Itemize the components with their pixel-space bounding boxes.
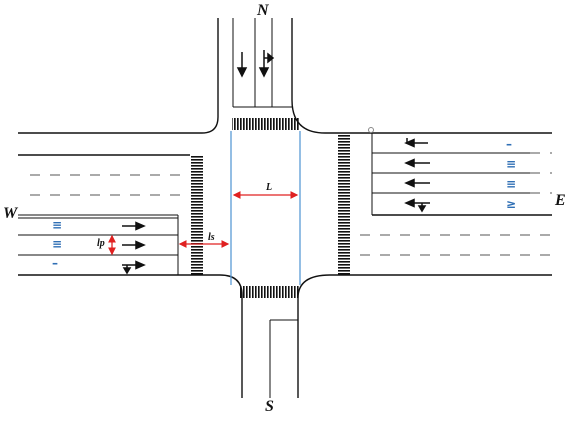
dimension-lp-label: lp [97, 238, 105, 249]
road-edges [18, 18, 552, 398]
dimension-ls-label: ls [208, 232, 215, 243]
dimension-L-label: L [266, 182, 273, 193]
north-arm-left-edge [18, 18, 219, 134]
crosswalk-east-stripes [338, 135, 350, 275]
east-lane-mark: ≥ [506, 197, 517, 211]
crosswalk-south-stripes [240, 286, 300, 298]
west-lane-mark: – [52, 256, 58, 270]
west-straight-arrow-2 [122, 240, 146, 250]
east-left-turn-arrow [404, 138, 428, 148]
north-straight-arrow [236, 52, 248, 78]
west-lane-marks: ≡ ≡ – [52, 216, 62, 273]
east-lane-mark: ≡ [506, 177, 517, 191]
east-lane-marks: – ≡ ≡ ≥ [506, 134, 516, 214]
west-straight-arrow-1 [122, 221, 146, 231]
north-arm-right-edge [291, 18, 552, 134]
signal-marker [368, 127, 374, 133]
east-lane-mark: ≡ [506, 157, 517, 171]
east-label: E [555, 192, 566, 209]
west-lane-mark: ≡ [52, 237, 63, 251]
south-label: S [265, 398, 274, 415]
north-label: N [257, 2, 269, 19]
east-lane-mark: – [506, 137, 512, 151]
west-lane-mark: ≡ [52, 218, 63, 232]
east-lower-edge [297, 274, 552, 398]
crosswalk-west-stripes [191, 155, 203, 275]
east-straight-arrow-1 [404, 158, 430, 168]
north-straight-left-arrow [258, 50, 275, 78]
crosswalk-north-stripes [232, 118, 300, 130]
west-label: W [3, 205, 18, 222]
east-straight-arrow-2 [404, 178, 430, 188]
west-right-turn-arrow [122, 260, 146, 275]
east-straight-right-arrow [404, 198, 430, 213]
west-lower-edge [18, 274, 243, 398]
